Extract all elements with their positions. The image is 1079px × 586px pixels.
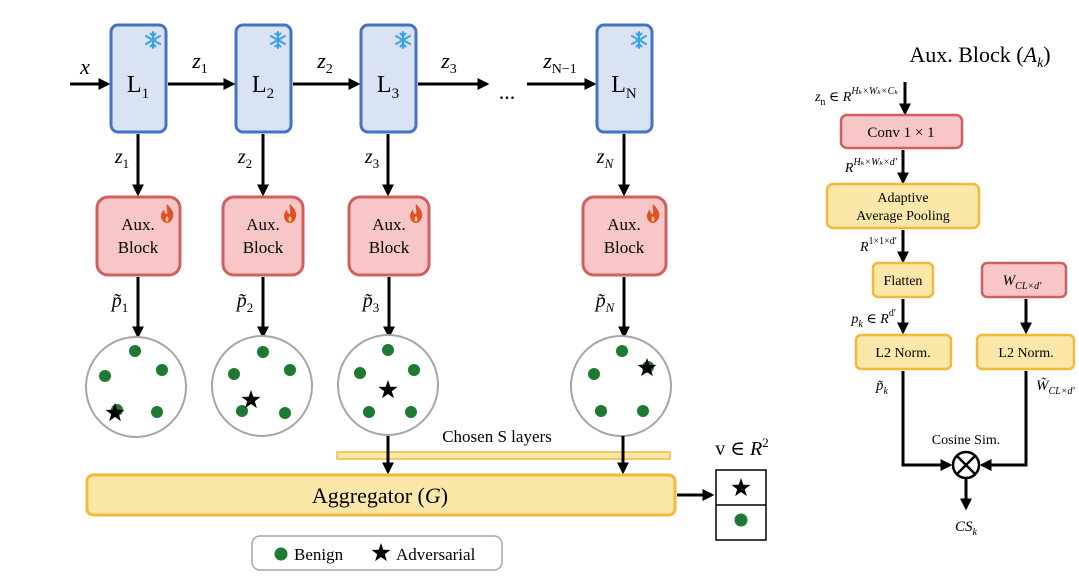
pooling-block: Adaptive Average Pooling xyxy=(825,182,981,230)
feature-space-1 xyxy=(85,336,187,438)
layer-label: L2 xyxy=(252,72,274,102)
legend: Benign Adversarial xyxy=(251,535,503,571)
feature-space-2 xyxy=(211,335,313,437)
p3-label: p̃3 xyxy=(361,290,380,315)
aux-label-line2: Block xyxy=(604,238,645,257)
aux-label-line1: Aux. xyxy=(246,215,280,234)
conv-block: Conv 1 × 1 xyxy=(839,113,964,150)
l2-norm-left-block: L2 Norm. xyxy=(854,333,953,371)
chosen-layers-bar xyxy=(336,451,671,460)
down-z2-label: z2 xyxy=(237,146,252,171)
down-z1-label: z1 xyxy=(114,146,129,171)
flatten-label: Flatten xyxy=(884,274,923,289)
l2-left-label: L2 Norm. xyxy=(875,346,930,361)
w-tilde-path xyxy=(979,371,1028,471)
aggregator-label: Aggregator (G) xyxy=(312,483,448,508)
z2-label: z2 xyxy=(316,48,333,77)
chosen-layers-label: Chosen S layers xyxy=(442,427,552,446)
flatten-block: Flatten xyxy=(871,261,935,299)
p1-label: p̃1 xyxy=(110,290,129,315)
aux-block-n: Aux. Block xyxy=(581,195,668,277)
benign-dot xyxy=(257,346,269,358)
benign-dot xyxy=(156,364,168,376)
benign-dot xyxy=(284,364,296,376)
layer-label: L3 xyxy=(377,72,399,102)
pool-label-line2: Average Pooling xyxy=(856,209,949,224)
p-tilde-path xyxy=(901,371,953,471)
weight-block: WCL×d′ xyxy=(980,261,1068,299)
aux-block-3: Aux. Block xyxy=(347,195,431,277)
pn-label: p̃N xyxy=(594,290,616,315)
ellipsis: ... xyxy=(499,79,516,104)
down-z3-label: z3 xyxy=(364,146,379,171)
l2-right-label: L2 Norm. xyxy=(998,346,1053,361)
benign-dot xyxy=(354,367,366,379)
layer-label: LN xyxy=(611,72,637,102)
aux-label-line1: Aux. xyxy=(372,215,406,234)
aux-label-line1: Aux. xyxy=(121,215,155,234)
pool-label-line1: Adaptive xyxy=(877,191,928,206)
benign-dot xyxy=(616,345,628,357)
benign-dot xyxy=(279,407,291,419)
legend-benign-label: Benign xyxy=(294,545,344,564)
conv-output-label: RHₖ×Wₖ×d′ xyxy=(844,157,898,176)
down-zn-label: zN xyxy=(596,146,615,171)
benign-dot xyxy=(363,406,375,418)
flatten-output-label: pk ∈ Rd′ xyxy=(850,308,896,330)
benign-dot xyxy=(595,405,607,417)
aux-block-2: Aux. Block xyxy=(221,195,305,277)
benign-dot xyxy=(405,406,417,418)
aux-label-line2: Block xyxy=(118,238,159,257)
aggregator-block: Aggregator (G) xyxy=(85,473,677,517)
z3-label: z3 xyxy=(440,48,457,77)
input-x-label: x xyxy=(79,54,90,79)
benign-dot xyxy=(236,405,248,417)
cosine-sim-label: Cosine Sim. xyxy=(932,433,1000,448)
layer-label: L1 xyxy=(127,72,149,102)
p-tilde-k-label: p̃k xyxy=(875,378,889,397)
layer-block-1: L1 xyxy=(109,23,168,134)
zn-1-label: zN−1 xyxy=(542,48,577,77)
p2-label: p̃2 xyxy=(235,290,254,315)
layer-block-n: LN xyxy=(595,23,654,134)
feature-space-3 xyxy=(337,334,439,436)
benign-dot xyxy=(734,513,748,527)
benign-dot xyxy=(151,406,163,418)
weight-label: WCL×d′ xyxy=(1003,273,1042,292)
layer-block-2: L2 xyxy=(234,23,293,134)
aux-label-line2: Block xyxy=(243,238,284,257)
zn-input-label: zn ∈ RHₖ×Wₖ×Cₖ xyxy=(814,86,898,108)
benign-dot xyxy=(228,368,240,380)
aux-detail-title: Aux. Block (Ak) xyxy=(909,42,1050,71)
benign-dot xyxy=(129,345,141,357)
output-vector xyxy=(715,469,767,541)
cs-k-label: CSk xyxy=(955,519,978,538)
z1-label: z1 xyxy=(191,48,208,77)
legend-adversarial-label: Adversarial xyxy=(396,545,476,564)
aux-label-line2: Block xyxy=(369,238,410,257)
pool-output-label: R1×1×d′ xyxy=(859,236,897,255)
feature-space-n xyxy=(570,335,672,437)
benign-dot xyxy=(588,368,600,380)
conv-label: Conv 1 × 1 xyxy=(867,125,934,141)
output-vector-label: v ∈ R2 xyxy=(715,435,769,460)
l2-norm-right-block: L2 Norm. xyxy=(975,333,1076,371)
aux-block-1: Aux. Block xyxy=(95,195,182,277)
benign-dot xyxy=(382,344,394,356)
layer-block-3: L3 xyxy=(359,23,418,134)
benign-dot xyxy=(408,364,420,376)
w-tilde-label: W̃CL×d′ xyxy=(1036,378,1075,397)
cosine-sim-node xyxy=(951,450,981,480)
aux-label-line1: Aux. xyxy=(607,215,641,234)
benign-legend-dot xyxy=(274,547,288,561)
benign-dot xyxy=(99,370,111,382)
benign-dot xyxy=(637,405,649,417)
